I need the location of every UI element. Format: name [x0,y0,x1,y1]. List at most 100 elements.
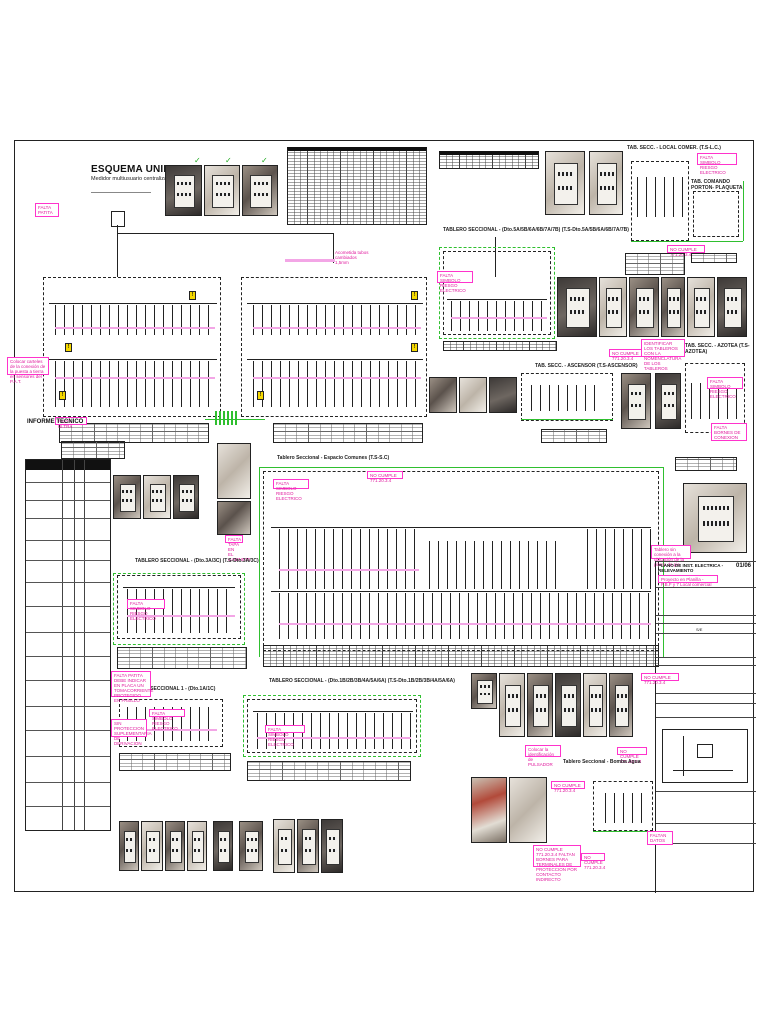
note-nocumple-2[interactable]: NO CUMPLE 771.20.3.4 [667,245,705,257]
note-falta-simbolo-1[interactable]: FALTA SIMBOLO RIESGO ELECTRICO [127,599,165,621]
note-carteles[interactable]: Colocar carteles de la conexión de la pu… [7,357,49,384]
photo-gabinete-open[interactable] [217,501,251,535]
board-ascensor-title: TAB. SECC. - ASCENSOR (T.S-ASCENSOR) [535,363,638,369]
note-nocumple-6[interactable]: NO CUMPLE 771.20.3.4 [551,781,585,793]
photo-br-5[interactable] [583,673,607,737]
board-sec-b [117,575,241,639]
check-icon: ✓ [261,156,268,165]
photo-board-1[interactable] [113,475,141,519]
photo-panel-right[interactable] [683,483,747,553]
photo-ascensor-1[interactable] [429,377,457,413]
note-nocumple-5[interactable]: NO CUMPLE 771.20.3.4 [617,747,647,764]
board-ascensor [521,373,613,421]
note-falta-patita[interactable]: FALTA PATITA [35,203,59,217]
photo-bottom-4[interactable] [187,821,207,871]
photo-br-3[interactable] [527,673,553,737]
main-subtitle: Medidor multiusuario centralizado [91,176,174,182]
note-falta-datos[interactable]: FALTAN DATOS [647,831,673,845]
photo-bottom-7[interactable] [273,819,295,873]
table-ascensor [541,429,607,443]
earth-bomba [593,831,653,832]
note-falta-simbolo-5[interactable]: FALTA SIMBOLO RIESGO ELECTRICO [437,271,473,293]
photo-bottom-6[interactable] [239,821,263,871]
small-summary-table [439,151,539,169]
photo-br-4[interactable] [555,673,581,737]
report-title: INFORME TECNICO [27,419,84,425]
photo-bottom-5[interactable] [213,821,233,871]
breaker-row-ascensor [531,385,601,411]
note-falta-tapa[interactable]: FALTA TAPA EN EL GABINETE [225,535,251,562]
note-falta-simbolo-2[interactable]: FALTA SIMBOLO RIESGO ELECTRICO [149,709,185,731]
note-falta-ultra[interactable]: FALTA ULTRA [55,417,87,429]
report-header-table [61,441,125,459]
photo-bottom-9[interactable] [321,819,343,873]
note-falta-simbolo-6[interactable]: FALTA SIMBOLO RIESGO ELECTRICO [697,153,737,175]
feeder-bus [117,233,333,234]
board-porton [693,191,739,237]
note-nocumple-1[interactable]: NO CUMPLE 771.20.3.4 [367,471,403,483]
photo-board-3[interactable] [173,475,199,519]
note-falta-bornes[interactable]: FALTA BORNES DE CONEXION [711,423,747,441]
photo-azotea-8[interactable] [655,373,681,429]
breaker-row-comunes-2 [429,541,559,589]
titleblock-project[interactable]: Proyecto en Planilla - P.B.F y 7 Local c… [658,575,718,587]
photo-meter-1[interactable] [165,165,202,216]
photo-azotea-2[interactable] [599,277,627,337]
note-identificar[interactable]: IDENTIFICAR LOS TABLEROS CON LA NOMENCLA… [641,339,685,371]
photo-ascensor-2[interactable] [459,377,487,413]
note-acometida[interactable]: Acometida tubos cambiados 1,5mm [335,250,369,265]
photo-bottom-2[interactable] [141,821,163,871]
photo-bomba-1[interactable] [471,777,507,843]
note-falta-patita-board[interactable]: FALTA PATITA DEBE INDICAR EN PLACA UN TO… [111,671,153,703]
note-falta-simbolo-azotea[interactable]: FALTA SIMBOLO RIESGO ELECTRICO [707,377,743,399]
main-feeder-line [117,225,118,277]
photo-bottom-1[interactable] [119,821,139,871]
photo-bomba-2[interactable] [509,777,547,843]
photo-bottom-8[interactable] [297,819,319,873]
photo-gabinete[interactable] [217,443,251,499]
note-falta-simbolo-4[interactable]: FALTA SIMBOLO RIESGO ELECTRICO [273,479,309,501]
photo-board-2[interactable] [143,475,171,519]
photo-azotea-6[interactable] [717,277,747,337]
board-sec-a [443,251,551,335]
photo-bottom-3[interactable] [165,821,185,871]
earth-comunes-top [259,467,663,468]
highlight-sec-1 [127,729,217,731]
note-nocumple-7[interactable]: NO CUMPLE 771.20.3.4 [581,853,605,870]
photo-local-2[interactable] [589,151,623,215]
photo-br-1[interactable] [471,673,497,709]
earth-loop-sec-c [243,695,421,757]
bus-sec-a [447,299,547,300]
meter-board-left [43,277,221,417]
breaker-row-comunes-1 [279,529,419,589]
feeder-riser [333,233,334,263]
note-falta-identificacion[interactable]: Colocar la identificación de PULSADOR [525,745,561,767]
breaker-row-comunes-3 [587,529,653,589]
note-nocumple-4[interactable]: NO CUMPLE 771.20.3.4 [641,673,679,685]
photo-azotea-5[interactable] [687,277,715,337]
note-sin-proteccion[interactable]: SIN PROTECCION SUPLEMENTARIA DE DERIVACI… [111,719,152,746]
photo-azotea-7[interactable] [621,373,651,429]
photo-local-1[interactable] [545,151,585,215]
photo-azotea-3[interactable] [629,277,659,337]
note-nocumple-3[interactable]: NO CUMPLE 771.20.3.4 [609,349,645,361]
riser-sec-a [495,237,496,277]
breaker-row-right-1 [253,305,421,335]
meter-table-right [273,423,423,443]
board-bomba [593,781,653,831]
photo-meter-3[interactable] [242,165,278,216]
board-sec-c-title: TABLERO SECCIONAL - (Dto.1B/2B/3B/4A/5A/… [269,678,455,684]
photo-azotea-1[interactable] [557,277,597,337]
photo-azotea-4[interactable] [661,277,685,337]
check-icon: ✓ [225,156,232,165]
photo-br-2[interactable] [499,673,525,737]
board-comunes-title: Tablero Seccional - Espacio Comunes (T.S… [277,455,390,461]
photo-br-6[interactable] [609,673,633,737]
table-porton [691,253,737,263]
note-tablero-sin[interactable]: Tablero sin conexión a la ubicación de l… [651,545,691,567]
photo-meter-2[interactable] [204,165,240,216]
note-no-cumple-bornes[interactable]: NO CUMPLE 771.20.3.4 FALTAN BORNES PARA … [533,845,581,882]
meter-board-right [241,277,427,417]
photo-ascensor-3[interactable] [489,377,517,413]
note-falta-simbolo-3[interactable]: FALTA SIMBOLO RIESGO ELECTRICO [265,725,305,747]
